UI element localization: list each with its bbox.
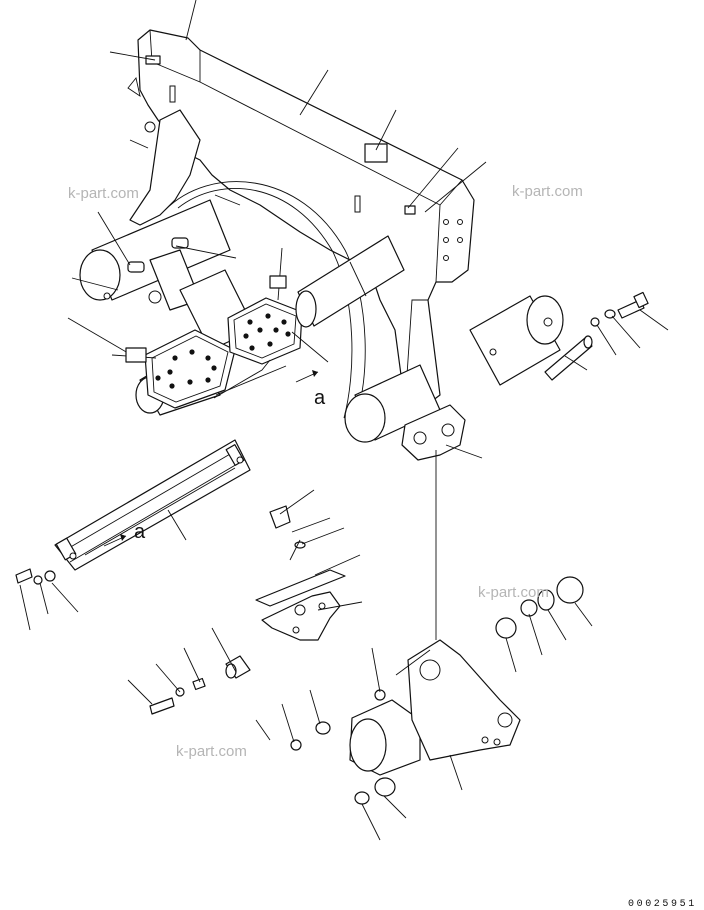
watermark: k-part.com bbox=[512, 183, 583, 200]
watermark: k-part.com bbox=[478, 584, 549, 601]
bolt-right bbox=[590, 291, 649, 327]
center-cylinder bbox=[344, 364, 441, 443]
view-reference-label: a bbox=[134, 521, 146, 543]
base-plate bbox=[255, 569, 346, 607]
tag-label-left bbox=[125, 347, 147, 363]
diagonal-tube bbox=[295, 235, 405, 328]
main-frame bbox=[127, 29, 475, 421]
pin bbox=[544, 335, 593, 381]
tag-label-right bbox=[269, 275, 287, 289]
bushing-set bbox=[354, 576, 584, 805]
bracket-assembly bbox=[261, 591, 341, 641]
leader-lines bbox=[19, 0, 669, 841]
spacer-tube bbox=[225, 655, 251, 679]
pad-plate-left bbox=[144, 329, 236, 409]
guide-rail bbox=[54, 439, 251, 571]
bolt-washer-set bbox=[149, 677, 206, 715]
pad-plate-right bbox=[227, 297, 303, 365]
drawing-number: 00025951 bbox=[628, 899, 697, 910]
bracket-plate bbox=[364, 143, 388, 163]
lower-cylinder bbox=[349, 699, 421, 776]
right-cylinder bbox=[469, 295, 564, 386]
watermark: k-part.com bbox=[68, 185, 139, 202]
bolt-lower-left bbox=[15, 568, 56, 585]
link-arm bbox=[407, 639, 521, 761]
view-reference-label: a bbox=[314, 387, 326, 409]
bolt-upper-small bbox=[269, 505, 306, 549]
watermark: k-part.com bbox=[176, 743, 247, 760]
